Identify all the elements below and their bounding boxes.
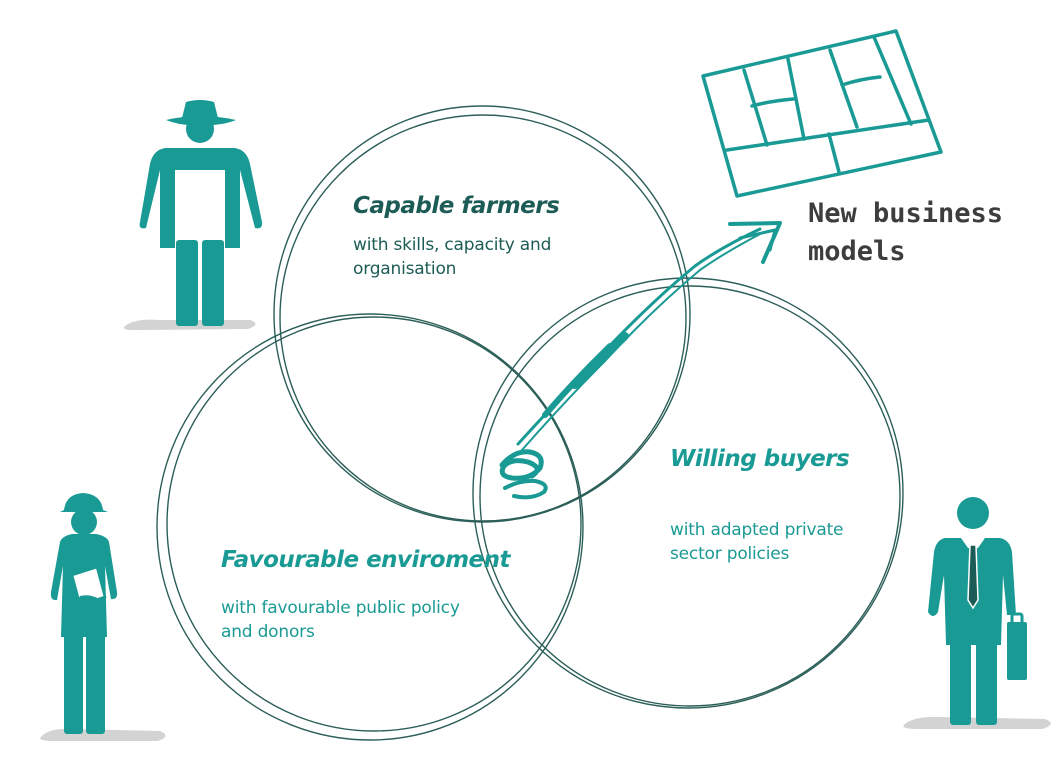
willing-buyers-description: with adapted private sector policies	[670, 520, 844, 564]
business-model-canvas-icon	[701, 29, 943, 198]
person-with-helmet-and-clipboard-icon	[50, 493, 118, 734]
circle-favourable-environment	[156, 313, 584, 741]
clipboard-icon	[70, 565, 107, 607]
businessman-with-briefcase-icon	[928, 497, 1027, 725]
favourable-environment-title: Favourable enviroment	[221, 547, 511, 573]
scribble-mark	[499, 449, 544, 481]
capable-farmers-title: Capable farmers	[353, 193, 560, 219]
favourable-environment-description: with favourable public policy and donors	[221, 598, 460, 642]
circle-willing-buyers	[472, 277, 904, 709]
farmer-with-hat-icon	[139, 100, 263, 326]
outcome-label: New business models	[808, 198, 1004, 267]
arrow-to-outcome	[499, 221, 782, 500]
briefcase-icon	[1007, 612, 1027, 680]
venn-circles	[156, 105, 904, 741]
willing-buyers-title: Willing buyers	[670, 446, 850, 472]
circle-capable-farmers	[273, 105, 691, 523]
capable-farmers-description: with skills, capacity and organisation	[353, 235, 552, 279]
